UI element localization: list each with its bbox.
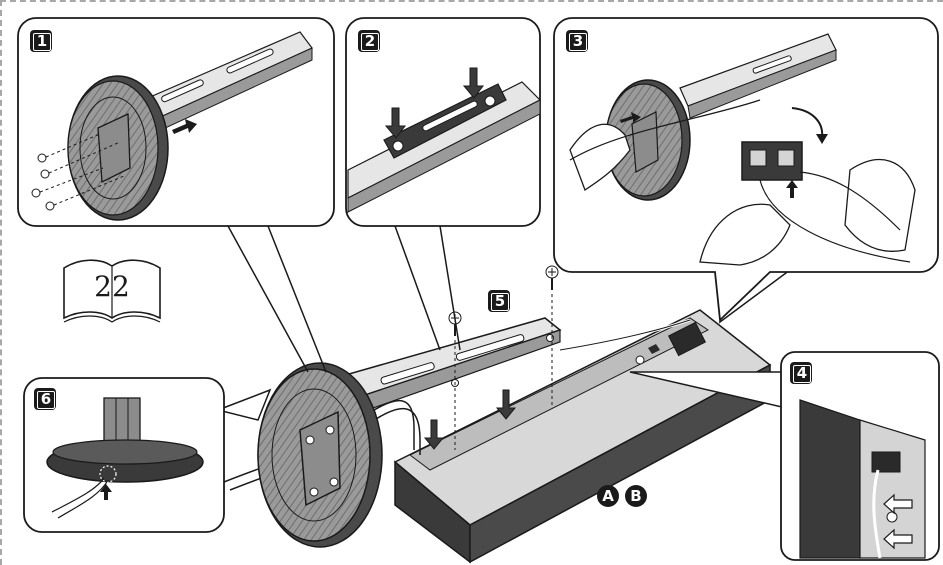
step-2-label: 2: [358, 30, 380, 52]
speaker-base-groove: [409, 317, 709, 471]
panel-2: [345, 17, 542, 351]
dashed-top-border: [0, 0, 943, 4]
step-1-label: 1: [30, 30, 52, 52]
panel-6: [23, 377, 272, 533]
panel-4: [629, 351, 940, 561]
main-assembly: [223, 265, 772, 564]
step-4-label: 4: [790, 362, 812, 384]
step-6-label: 6: [34, 388, 56, 410]
screw-right: [545, 265, 559, 408]
book-icon: [63, 259, 161, 323]
marker-a: A: [597, 485, 619, 507]
panel-3: [553, 17, 939, 324]
marker-b: B: [625, 485, 647, 507]
panel-1: [17, 17, 335, 373]
step-3-label: 3: [566, 30, 588, 52]
book-page-number: 22: [94, 270, 130, 303]
step-5-label: 5: [488, 290, 510, 312]
dashed-left-border: [0, 0, 4, 565]
